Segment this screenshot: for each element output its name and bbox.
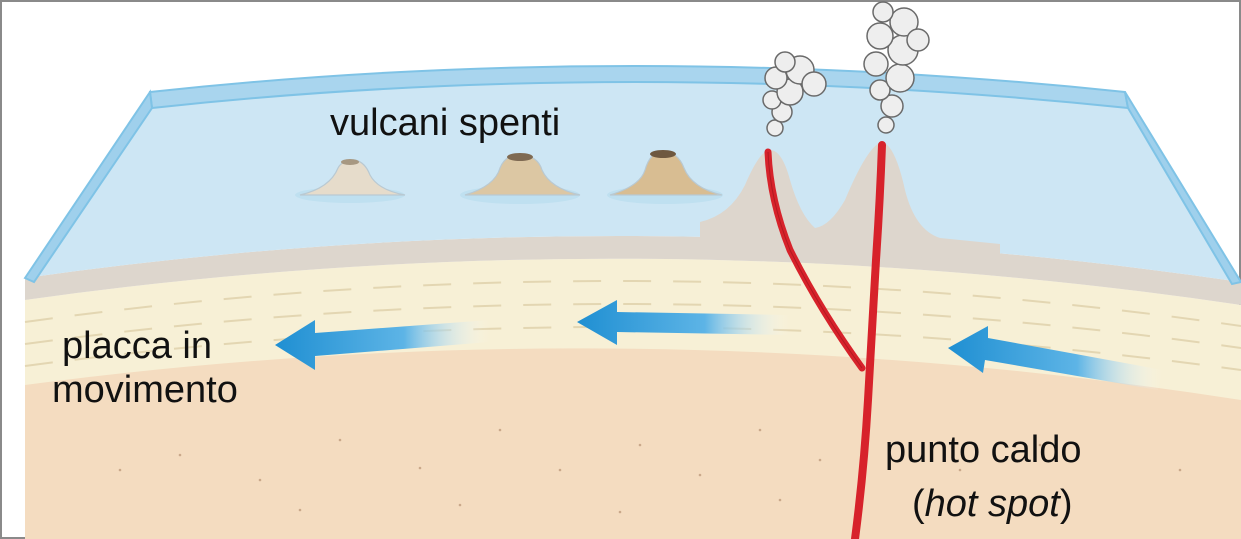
hot-spot-open-paren: ( bbox=[912, 483, 925, 525]
label-hot-spot-2: (hot spot) bbox=[912, 483, 1073, 525]
label-hot-spot-1: punto caldo bbox=[885, 429, 1082, 471]
hot-spot-close-paren: ) bbox=[1060, 483, 1073, 525]
label-moving-plate-2: movimento bbox=[52, 369, 238, 411]
label-extinct-volcanoes: vulcani spenti bbox=[330, 102, 560, 144]
label-moving-plate-1: placca in bbox=[62, 325, 212, 367]
hot-spot-italic: hot spot bbox=[925, 483, 1062, 525]
